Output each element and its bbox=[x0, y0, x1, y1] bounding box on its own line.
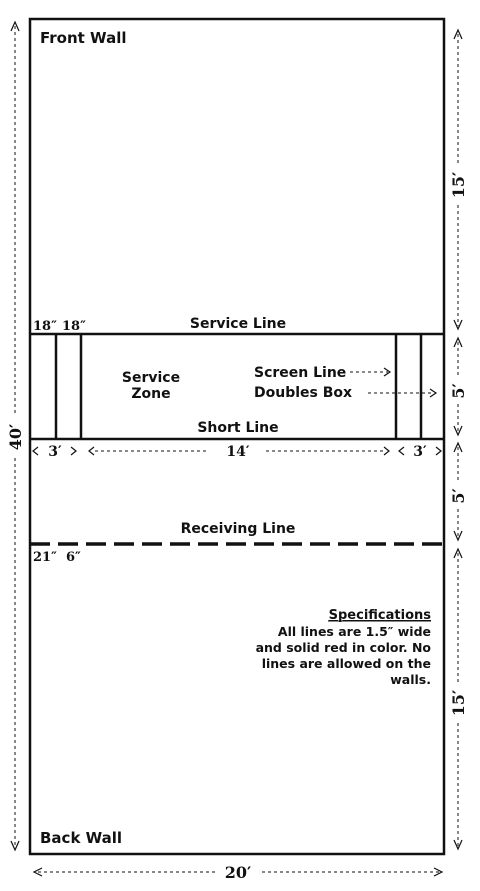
middle-arrowhead-a bbox=[88, 446, 95, 456]
right-arrowhead-a bbox=[398, 446, 405, 456]
doubles-box-arrowhead bbox=[429, 388, 438, 398]
middle-arrowhead-b bbox=[383, 446, 390, 456]
doubles-box-label: Doubles Box bbox=[254, 385, 352, 401]
width-dimension: 20′ bbox=[32, 863, 444, 882]
segment-short-receive-dimension: 5′ bbox=[449, 441, 468, 542]
service-zone-label-1: Service bbox=[122, 370, 180, 386]
width-arrowhead-right bbox=[433, 867, 444, 877]
service-line-label: Service Line bbox=[190, 316, 286, 332]
specifications-line-4: walls. bbox=[390, 672, 431, 687]
length-arrowhead-top bbox=[10, 20, 20, 32]
segment-short-receive-label: 5′ bbox=[449, 488, 468, 503]
short-line-label: Short Line bbox=[197, 420, 278, 436]
segment-back-label: 15′ bbox=[449, 690, 468, 716]
short-left-dimension: 3′ bbox=[48, 444, 62, 460]
specifications-block: Specifications All lines are 1.5″ wide a… bbox=[256, 608, 432, 687]
front-wall-label: Front Wall bbox=[40, 29, 126, 47]
specifications-line-1: All lines are 1.5″ wide bbox=[278, 624, 431, 639]
screen-line-label: Screen Line bbox=[254, 365, 346, 381]
segment-back-dimension: 15′ bbox=[449, 547, 468, 851]
left-arrowhead-b bbox=[70, 446, 77, 456]
length-dimension: 40′ bbox=[6, 20, 25, 852]
segment-service-dimension: 5′ bbox=[449, 336, 468, 437]
receiving-mark-2-label: 6″ bbox=[66, 550, 81, 565]
back-wall-label: Back Wall bbox=[40, 829, 122, 847]
segment-front-dimension: 15′ bbox=[449, 28, 468, 331]
service-zone-label-2: Zone bbox=[131, 386, 170, 402]
left-arrowhead-a bbox=[32, 446, 39, 456]
length-arrowhead-bottom bbox=[10, 840, 20, 852]
specifications-line-3: lines are allowed on the bbox=[262, 656, 431, 671]
receiving-mark-1-label: 21″ bbox=[33, 550, 57, 565]
width-arrowhead-left bbox=[32, 867, 43, 877]
short-line-dimensions: 3′ 14′ 3′ bbox=[32, 444, 442, 460]
segment-front-label: 15′ bbox=[449, 172, 468, 198]
short-right-dimension: 3′ bbox=[413, 444, 427, 460]
specifications-line-2: and solid red in color. No bbox=[256, 640, 432, 655]
specifications-title: Specifications bbox=[329, 608, 432, 623]
segment-service-label: 5′ bbox=[449, 383, 468, 398]
court-outline bbox=[28, 17, 446, 856]
right-arrowhead-b bbox=[435, 446, 442, 456]
screen-line-arrowhead bbox=[383, 367, 392, 377]
short-middle-dimension: 14′ bbox=[226, 444, 249, 460]
receiving-line-label: Receiving Line bbox=[181, 521, 296, 537]
box-width-right-label: 18″ bbox=[62, 319, 86, 334]
box-width-left-label: 18″ bbox=[33, 319, 57, 334]
length-dimension-label: 40′ bbox=[6, 424, 25, 450]
width-dimension-label: 20′ bbox=[225, 863, 251, 882]
